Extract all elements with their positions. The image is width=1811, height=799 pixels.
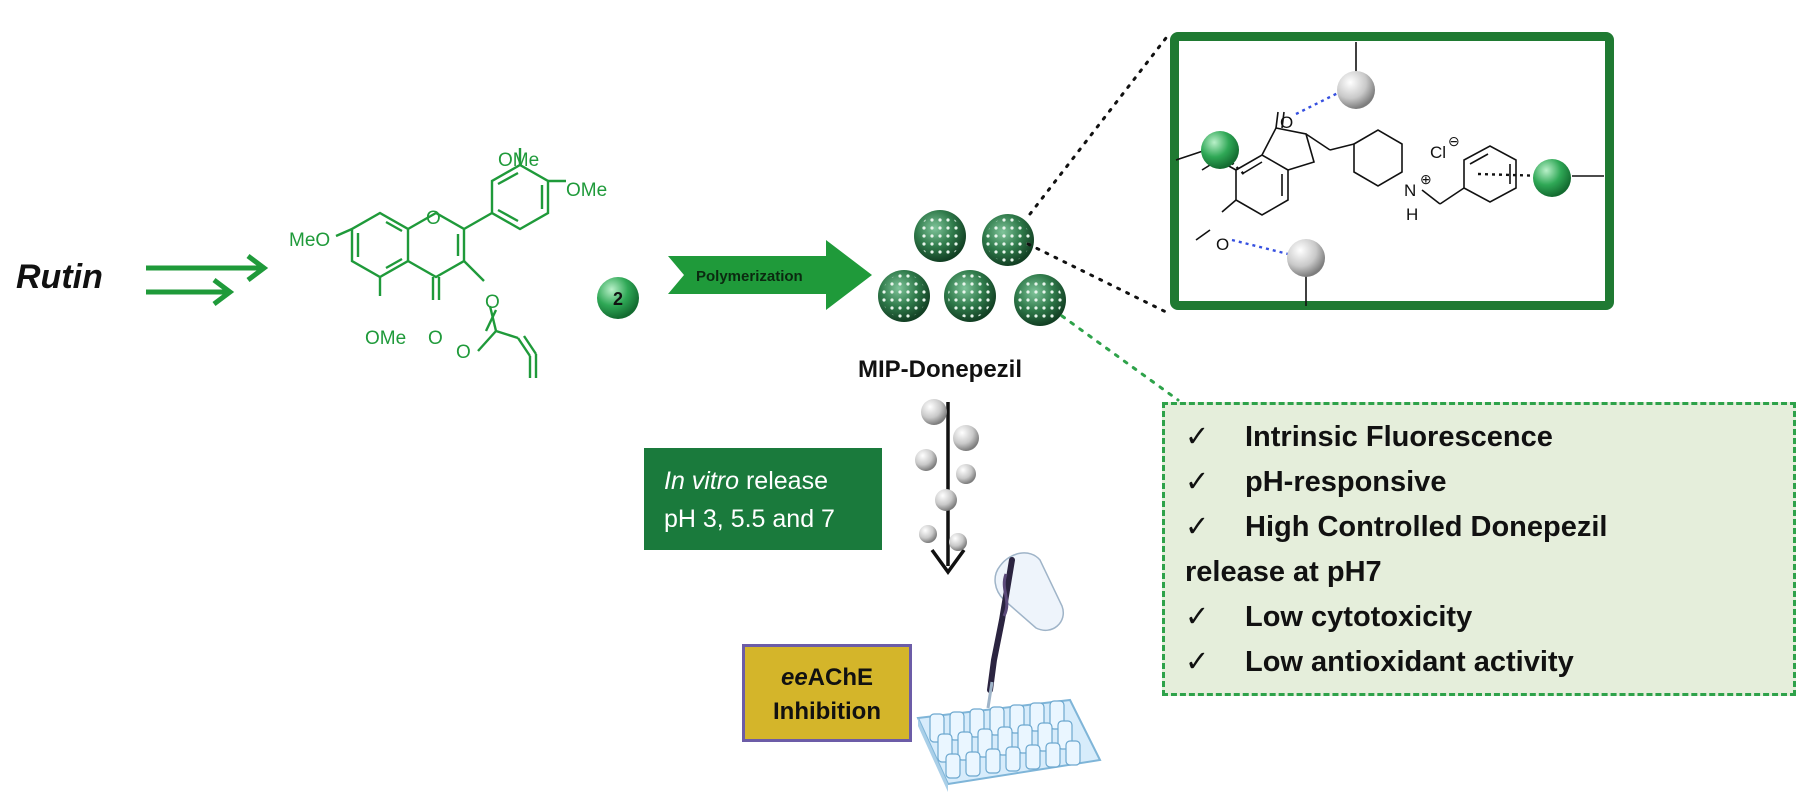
property-text: High Controlled Donepezil [1245,511,1608,543]
release-rest: release [739,467,828,495]
assay-line-1: eeAChE [745,661,909,695]
mip-bead [914,210,966,262]
hydrogen-label: H [1406,205,1418,224]
check-icon: ✓ [1185,466,1210,498]
property-text: Intrinsic Fluorescence [1245,421,1553,453]
in-vitro-release-box: In vitro release pH 3, 5.5 and 7 [644,448,882,550]
check-icon: ✓ [1185,511,1210,543]
nitrogen-charge: ⊕ [1420,171,1432,187]
check-icon: ✓ [1185,601,1210,633]
mip-bead [982,214,1034,266]
donepezil-oxo-label: O [1280,113,1293,132]
mip-bead [878,270,930,322]
mip-beads [878,210,1066,326]
carbonyl-oxygen-label: O [428,328,443,349]
property-text: release at pH7 [1185,556,1382,588]
rutin-label: Rutin [16,258,103,296]
compound-number-badge: 2 [597,277,639,319]
meo-left-label: MeO [289,230,330,251]
chloride-charge: ⊖ [1448,133,1460,149]
flavone-labels: OMe OMe MeO O OMe O O O [289,150,607,363]
assay-rest: AChE [807,664,874,691]
mip-bead [1014,274,1066,326]
polymerization-label: Polymerization [696,268,803,285]
ome-bottom-label: OMe [365,328,406,349]
check-icon: ✓ [1185,421,1210,453]
release-italic: In vitro [664,467,740,495]
pipette-hand-illustration [986,552,1065,709]
ring-oxygen-label: O [426,208,441,229]
synthesis-arrows [146,254,269,306]
nitrogen-label: N [1404,181,1416,200]
flavone-monomer-structure [335,148,566,378]
release-arrow [930,402,966,575]
check-icon: ✓ [1185,646,1210,678]
property-item: ✓ Low cytotoxicity [1185,595,1793,640]
acrylate-oxygen-label: O [456,342,471,363]
mip-bead [944,270,996,322]
property-text: pH-responsive [1245,466,1447,498]
eeache-inhibition-box: eeAChE Inhibition [742,644,912,742]
zoom-lines [1026,36,1168,314]
property-text: Low cytotoxicity [1245,601,1473,633]
property-item-continuation: release at pH7 [1185,550,1793,595]
assay-italic: ee [780,664,808,691]
property-item: ✓ High Controlled Donepezil [1185,505,1793,550]
ome-top-label: OMe [498,150,539,171]
polymerization-arrow: Polymerization [668,240,872,310]
compound-number: 2 [613,289,623,309]
donepezil-methoxy-o-label: O [1216,235,1229,254]
ome-right-label: OMe [566,180,607,201]
ester-oxygen-label: O [485,292,500,313]
released-drug-beads [915,399,979,551]
properties-panel: ✓ Intrinsic Fluorescence ✓ pH-responsive ✓… [1162,402,1796,696]
mip-donepezil-label: MIP-Donepezil [858,356,1023,383]
property-item: ✓ Low antioxidant activity [1185,640,1793,685]
chloride-label: Cl [1430,143,1446,162]
property-item: ✓ pH-responsive [1185,460,1793,505]
release-line-1: In vitro release [664,462,882,500]
property-text: Low antioxidant activity [1245,646,1574,678]
microplate-illustration [916,698,1102,792]
panel-connector-line [1060,314,1180,402]
release-line-2: pH 3, 5.5 and 7 [664,505,835,533]
property-item: ✓ Intrinsic Fluorescence [1185,415,1793,460]
assay-line-2: Inhibition [773,698,881,725]
